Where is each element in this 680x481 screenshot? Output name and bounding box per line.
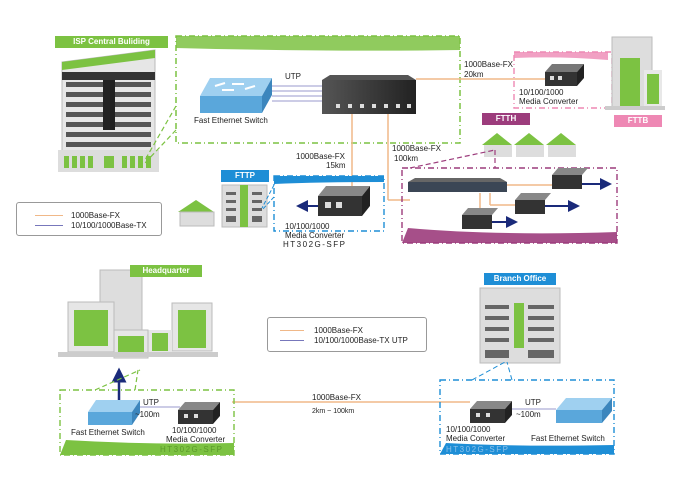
hq-converter-label-1: 10/100/1000 [172,426,217,435]
wan-link-label-1: 1000Base-FX [312,393,361,402]
ftth-switch-icon [408,178,507,192]
legend-fiber-label: 1000Base-FX [71,211,120,220]
headquarter-tag: Headquarter [130,265,202,277]
hq-switch-label: Fast Ethernet Switch [71,428,145,437]
branch-converter-label-2: Media Converter [446,434,506,443]
branch-switch-icon [556,398,612,423]
legend-top: 1000Base-FX 10/100/1000Base-TX [16,202,162,236]
hq-switch-icon [88,400,140,425]
fttb-converter-label-2: Media Converter [519,97,579,106]
hq-utp-label: UTP [143,398,159,407]
legend-fiber-label: 1000Base-FX [314,326,363,335]
ftth-link-label-1: 1000Base-FX [392,144,441,153]
legend-middle: 1000Base-FX 10/100/1000Base-TX UTP [267,317,427,352]
fttb-media-converter-icon [545,64,584,86]
branch-distance-label: ~100m [516,410,541,419]
legend-utp-line [280,340,304,341]
fast-ethernet-switch-icon [200,78,272,113]
ftth-link-label-2: 100km [394,154,419,163]
isp-central-building-tag: ISP Central Buliding [55,36,168,48]
hq-distance-label: ~100m [135,410,160,419]
fttb-tag: FTTB [614,115,662,127]
fttp-converter-label-2: Media Converter [285,231,345,240]
headquarter-building-icon [58,269,218,359]
media-converter-chassis-icon [322,75,416,114]
fttb-building-icon [605,36,665,110]
fttb-link-label-1: 1000Base-FX [464,60,513,69]
fttb-converter-label-1: 10/100/1000 [519,88,564,97]
hq-model-label: HT302G-SFP [160,445,224,454]
isp-zone-box [175,35,461,144]
branch-switch-label: Fast Ethernet Switch [531,434,605,443]
legend-fiber-line [280,330,304,331]
house-icon [178,200,215,227]
legend-utp-label: 10/100/1000Base-TX UTP [314,336,408,345]
isp-utp-label: UTP [285,72,301,81]
legend-fiber-line [35,215,63,216]
isp-building-icon [58,49,159,172]
fttp-media-converter-icon [318,186,370,216]
branch-model-label: HT302G-SFP [446,445,510,454]
fttp-converter-label-1: 10/100/1000 [285,222,330,231]
fttp-link-label-2: 15km [326,161,346,170]
fttp-link-label-1: 1000Base-FX [296,152,345,161]
branch-converter-label-1: 10/100/1000 [446,425,491,434]
legend-utp-label: 10/100/1000Base-TX [71,221,147,230]
fttp-tag: FTTP [221,170,269,182]
hq-media-converter-icon [178,402,220,424]
wan-link-label-2: 2km ~ 100km [312,408,355,415]
fttp-building-icon [221,184,268,228]
fttp-model-label: HT302G-SFP [283,240,347,249]
hq-converter-label-2: Media Converter [166,435,226,444]
branch-office-building-icon [479,287,561,364]
branch-office-tag: Branch Office [484,273,556,285]
fttb-link-label-2: 20km [464,70,484,79]
branch-media-converter-icon [470,401,512,423]
ftth-media-converter-icon [462,168,588,229]
branch-utp-label: UTP [525,398,541,407]
ftth-houses-icon [482,133,576,157]
ftth-tag: FTTH [482,113,530,125]
legend-utp-line [35,225,63,226]
isp-switch-label: Fast Ethernet Switch [194,116,268,125]
